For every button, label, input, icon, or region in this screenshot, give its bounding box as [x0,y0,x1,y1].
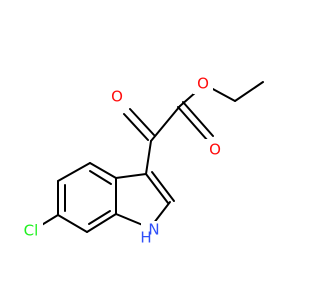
atom-o-ester: O [197,75,209,93]
atom-cl: Cl [24,222,39,240]
bond-c3-c2-b [151,171,175,202]
bond-cketo-o-double-b [129,108,155,136]
bond-c7-c7a-b [88,210,111,225]
bond-cketo-c3 [145,140,152,175]
bond-c3a-c4-b [89,170,112,185]
atom-o-carbonyl: O [209,141,221,159]
bond-cester-o-double-b [182,101,214,137]
bond-cketo-o-double-a [123,113,149,141]
bond-cester-o-double-a [177,106,209,142]
bond-c6-c7 [57,214,88,233]
bond-ch3-ch2 [234,81,264,102]
bond-cester-cketo [150,105,181,142]
bond-c7-c7a-a [86,213,117,233]
bond-o-cester [179,91,197,107]
bond-c3a-c4-a [89,162,117,179]
atom-nh-h: H [140,229,151,247]
bond-ch2-o [210,87,236,102]
bond-c3a-c3 [115,173,147,179]
bond-group [39,81,264,233]
atom-o-ketone: O [111,88,123,106]
bond-c3-c2-a [145,173,169,204]
bond-c4-c5 [57,162,91,182]
molecule-structure: O O O Cl H N [19,72,264,247]
atom-n: N [148,221,159,239]
atom-label-group: O O O Cl H N [19,72,225,247]
